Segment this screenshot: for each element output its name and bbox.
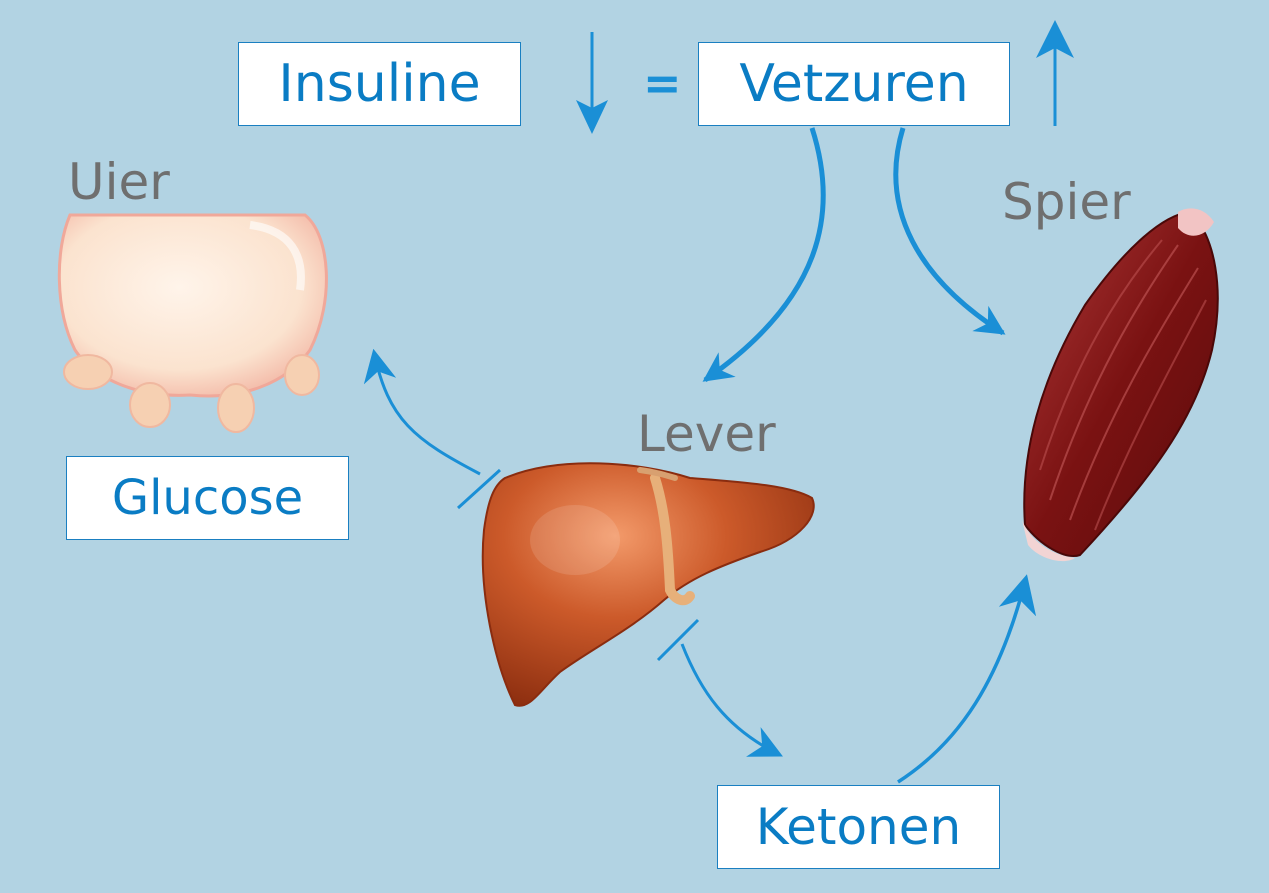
fatty-acids-label: Vetzuren (739, 54, 969, 114)
insulin-box: Insuline (238, 42, 521, 126)
udder-label: Uier (68, 153, 170, 211)
muscle-label: Spier (1002, 173, 1131, 231)
liver-to-udder-inhibition-bar (456, 468, 502, 510)
glucose-label: Glucose (111, 470, 304, 526)
ketones-label: Ketonen (755, 798, 962, 856)
liver-to-ketones-arrow (680, 643, 783, 757)
liver-to-ketones-inhibition-bar (656, 618, 700, 662)
liver-icon (481, 462, 815, 707)
ketones-box: Ketonen (717, 785, 1000, 869)
equals-sign: = (643, 56, 682, 110)
arrow-up-icon (1036, 20, 1074, 126)
udder-icon (57, 213, 328, 433)
fatty-acids-box: Vetzuren (698, 42, 1010, 126)
ketones-to-muscle-arrow (897, 574, 1037, 784)
insulin-label: Insuline (278, 54, 481, 114)
muscle-icon (1022, 208, 1219, 562)
arrow-down-icon (576, 32, 608, 134)
fatty-acids-to-muscle-arrow (893, 127, 1006, 336)
liver-label: Lever (637, 405, 776, 463)
glucose-box: Glucose (66, 456, 349, 540)
fatty-acids-to-liver-arrow (702, 127, 826, 383)
liver-to-udder-arrow (363, 348, 481, 476)
